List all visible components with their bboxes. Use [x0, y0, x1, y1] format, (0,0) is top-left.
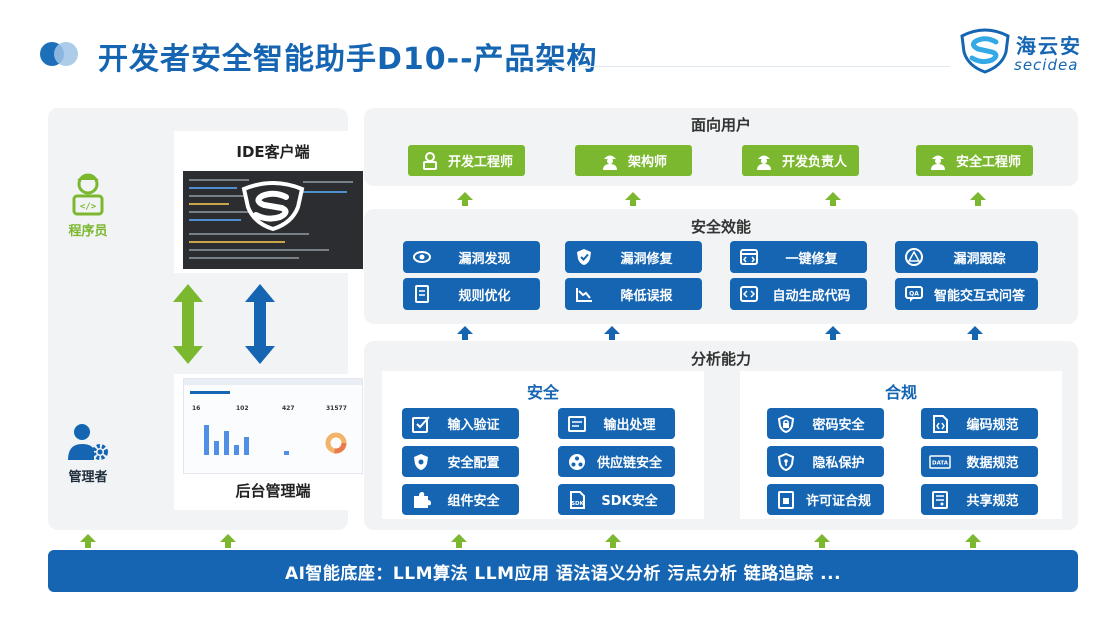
ide-client-label: IDE客户端: [236, 143, 310, 161]
donut-chart-icon: [325, 432, 347, 454]
svg-text:</>: </>: [80, 202, 97, 212]
developer-icon: [420, 151, 440, 171]
checkbox-icon: [410, 413, 432, 435]
arrow-up-icon: [451, 534, 467, 548]
arrow-up-icon: [967, 326, 983, 340]
svg-text:DATA: DATA: [932, 460, 949, 466]
security-subpanel-title: 安全: [526, 383, 559, 402]
code-window-icon: [738, 246, 760, 268]
eff-one-click-fix: 一键修复: [730, 241, 867, 273]
privacy-shield-icon: [775, 451, 797, 473]
sec-supply-chain: 供应链安全: [558, 446, 675, 477]
user-dev-lead: 开发负责人: [742, 145, 859, 176]
comp-sharing-standard: 共享规范: [921, 484, 1038, 515]
code-doc-icon: [929, 413, 951, 435]
eye-icon: [411, 246, 433, 268]
compliance-subpanel-title: 合规: [884, 383, 917, 402]
efficiency-panel-title: 安全效能: [690, 218, 751, 236]
programmer-icon: </>: [72, 173, 104, 216]
role-admin: 管理者: [56, 422, 120, 485]
comp-privacy: 隐私保护: [767, 446, 884, 477]
role-programmer: </> 程序员: [56, 172, 120, 239]
eff-smart-qa: QA 智能交互式问答: [895, 278, 1038, 310]
arrow-up-icon: [965, 534, 981, 548]
user-developer: 开发工程师: [408, 145, 525, 176]
sec-sdk: SDK SDK安全: [558, 484, 675, 515]
admin-console-card: 16 102 427 31577 后台管理端: [174, 374, 372, 510]
arrow-up-icon: [814, 534, 830, 548]
security-engineer-icon: [928, 151, 948, 171]
logo-chinese-name: 海云安: [1016, 34, 1082, 58]
user-architect: 架构师: [575, 145, 692, 176]
blue-double-arrow-icon: [245, 284, 275, 364]
sec-security-config: 安全配置: [402, 446, 519, 477]
sec-output-handling: 输出处理: [558, 408, 675, 439]
license-icon: [775, 489, 797, 511]
supply-chain-icon: [566, 451, 588, 473]
analysis-panel-title: 分析能力: [690, 350, 751, 368]
arrow-up-icon: [970, 192, 986, 206]
arrow-up-icon: [457, 326, 473, 340]
output-icon: [566, 413, 588, 435]
user-security-engineer: 安全工程师: [916, 145, 1033, 176]
comp-license: 许可证合规: [767, 484, 884, 515]
clients-panel: </> 程序员 管理者 IDE客户端: [48, 108, 372, 530]
share-doc-icon: [929, 489, 951, 511]
code-icon: [738, 283, 760, 305]
arrow-up-icon: [825, 326, 841, 340]
svg-text:QA: QA: [909, 291, 919, 298]
eff-vuln-discovery: 漏洞发现: [403, 241, 540, 273]
data-icon: DATA: [929, 451, 951, 473]
page-title: 开发者安全智能助手D10--产品架构: [98, 42, 598, 77]
shield-gear-icon: [410, 451, 432, 473]
logo-s-icon: [960, 28, 1010, 74]
eff-vuln-repair: 漏洞修复: [565, 241, 702, 273]
title-divider: [520, 66, 950, 67]
comp-coding-standard: 编码规范: [921, 408, 1038, 439]
eff-rule-optimize: 规则优化: [403, 278, 540, 310]
comp-crypto-security: 密码安全: [767, 408, 884, 439]
eff-vuln-tracking: 漏洞跟踪: [895, 241, 1038, 273]
arrow-up-icon: [457, 192, 473, 206]
admin-gear-icon: [68, 424, 108, 460]
arrow-up-icon: [825, 192, 841, 206]
ide-screenshot-image: [183, 171, 363, 269]
shield-logo-icon: [241, 181, 305, 231]
logo-english-name: secidea: [1014, 56, 1079, 74]
sec-component: 组件安全: [402, 484, 519, 515]
dashboard-screenshot-image: 16 102 427 31577: [183, 378, 363, 474]
trend-down-icon: [573, 283, 595, 305]
admin-console-label: 后台管理端: [235, 482, 311, 500]
arrow-up-icon: [80, 534, 96, 548]
lock-shield-icon: [775, 413, 797, 435]
document-icon: [411, 283, 433, 305]
eff-reduce-false-positive: 降低误报: [565, 278, 702, 310]
sec-input-validation: 输入验证: [402, 408, 519, 439]
users-panel-title: 面向用户: [690, 116, 751, 134]
company-logo: 海云安 secidea: [958, 26, 1088, 76]
puzzle-icon: [410, 489, 432, 511]
sdk-file-icon: SDK: [566, 489, 588, 511]
svg-text:SDK: SDK: [571, 501, 585, 507]
qa-chat-icon: QA: [903, 283, 925, 305]
title-dots-decoration: [40, 42, 80, 66]
arrow-up-icon: [220, 534, 236, 548]
lead-icon: [754, 151, 774, 171]
arrow-up-icon: [604, 326, 620, 340]
arrow-up-icon: [625, 192, 641, 206]
arrow-up-icon: [605, 534, 621, 548]
green-double-arrow-icon: [173, 284, 203, 364]
ide-client-card: IDE客户端: [174, 131, 372, 273]
shield-check-icon: [573, 246, 595, 268]
ai-foundation-bar: AI智能底座：LLM算法 LLM应用 语法语义分析 污点分析 链路追踪 ...: [48, 550, 1078, 592]
warning-icon: [903, 246, 925, 268]
architect-icon: [600, 151, 620, 171]
comp-data-standard: DATA 数据规范: [921, 446, 1038, 477]
eff-auto-codegen: 自动生成代码: [730, 278, 867, 310]
